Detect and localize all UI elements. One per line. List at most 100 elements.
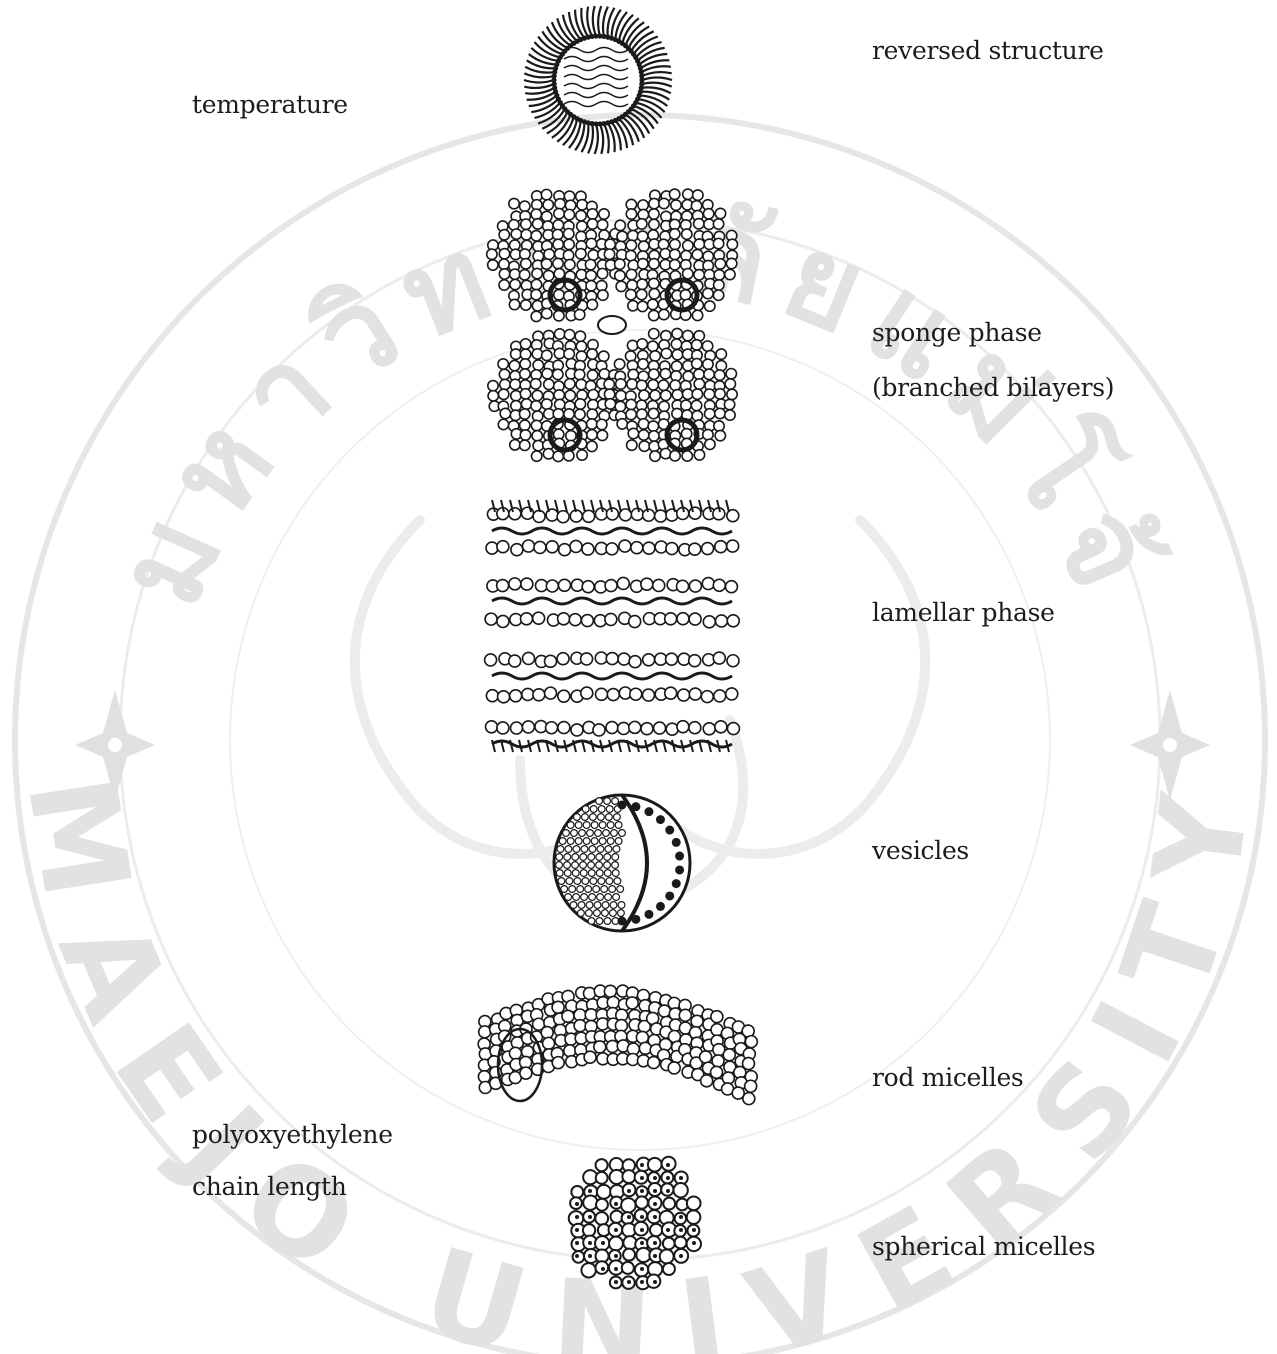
label-vesicles: vesicles	[872, 836, 969, 865]
bilayer-cell	[542, 399, 552, 409]
vesicle-surface-cell	[612, 798, 619, 805]
vesicle-surface-cell	[590, 878, 597, 885]
bilayer-head	[631, 802, 640, 811]
bilayer-cell	[597, 430, 607, 440]
surfactant-tail	[552, 114, 571, 137]
bilayer-cell	[626, 250, 636, 260]
headgroup-dot	[640, 1189, 644, 1193]
bilayer-cell	[542, 350, 552, 360]
bilayer-cell	[649, 259, 659, 269]
bilayer-cell	[627, 440, 637, 450]
bilayer-cell	[520, 339, 530, 349]
surfactant-tail	[631, 31, 654, 51]
lipid-head	[726, 688, 738, 700]
bilayer-cell	[637, 409, 647, 419]
lipid-head	[606, 543, 618, 555]
vesicle-surface-cell	[603, 830, 610, 837]
bilayer-tail-row	[492, 528, 732, 534]
bilayer-cell	[714, 421, 724, 431]
bilayer-cell	[500, 379, 510, 389]
bilayer-cell	[681, 429, 691, 439]
rod-cell	[743, 1093, 755, 1105]
bilayer-head	[644, 807, 653, 816]
bilayer-cell	[577, 200, 587, 210]
bilayer-cell	[683, 269, 693, 279]
surfactant-tail	[595, 124, 598, 154]
bilayer-cell	[649, 209, 659, 219]
rod-cell	[712, 1055, 724, 1067]
bilayer-cell	[694, 270, 704, 280]
lipid-head	[643, 654, 655, 666]
vesicle-surface-cell	[606, 878, 613, 885]
micelle-headgroup	[660, 1250, 674, 1264]
vesicle-surface-cell	[572, 870, 579, 877]
headgroup-dot	[640, 1176, 644, 1180]
vesicle-surface-cell	[575, 822, 582, 829]
bilayer-cell	[671, 339, 681, 349]
lipid-head	[581, 653, 593, 665]
lipid-head	[557, 653, 569, 665]
bilayer-cell	[564, 209, 574, 219]
rod-cell	[745, 1036, 757, 1048]
rod-cell	[509, 1047, 521, 1059]
lipid-head	[595, 652, 607, 664]
bilayer-cell	[587, 209, 597, 219]
lipid-head	[665, 687, 677, 699]
headgroup-dot	[575, 1241, 579, 1245]
headgroup-dot	[666, 1228, 670, 1232]
vesicle-surface-cell	[615, 838, 622, 845]
headgroup-dot	[692, 1241, 696, 1245]
label-chain-length: chain length	[192, 1172, 347, 1201]
bilayer-cell	[616, 390, 626, 400]
sponge-phase-figure	[487, 189, 738, 461]
lipid-head	[715, 541, 727, 553]
bilayer-head	[665, 826, 674, 835]
bilayer-cell	[519, 270, 529, 280]
lipid-head	[677, 721, 689, 733]
vesicle-surface-cell	[594, 910, 601, 917]
rod-cell	[574, 1020, 586, 1032]
bilayer-cell	[691, 201, 701, 211]
vesicle-surface-cell	[605, 894, 612, 901]
vesicle-surface-cell	[593, 886, 600, 893]
vesicle-surface-cell	[580, 862, 587, 869]
surfactant-tail	[631, 109, 654, 129]
lipid-head	[678, 689, 690, 701]
headgroup-dot	[653, 1241, 657, 1245]
vesicle-surface-cell	[569, 886, 576, 893]
lipid-head	[727, 540, 739, 552]
bilayer-cell	[716, 349, 726, 359]
bilayer-cell	[649, 310, 659, 320]
channel-opening	[598, 316, 626, 334]
lipid-head	[558, 613, 570, 625]
label-branched-bilayers: (branched bilayers)	[872, 373, 1114, 402]
inner-chain	[564, 102, 628, 107]
headgroup-dot	[679, 1176, 683, 1180]
vesicle-surface-cell	[604, 798, 611, 805]
vesicle-surface-cell	[596, 854, 603, 861]
headgroup	[639, 73, 644, 78]
lipid-head	[546, 722, 558, 734]
lipid-head	[713, 652, 725, 664]
micelle-headgroup	[622, 1262, 634, 1274]
micelle-headgroup	[623, 1249, 635, 1261]
bilayer-cell	[694, 239, 704, 249]
lipid-head	[702, 578, 714, 590]
micelle-headgroup	[581, 1263, 595, 1277]
rod-cell	[564, 1045, 576, 1057]
bilayer-cell	[531, 401, 541, 411]
lipid-head	[666, 543, 678, 555]
lipid-head	[569, 614, 581, 626]
bilayer-cell	[530, 379, 540, 389]
bilayer-cell	[614, 359, 624, 369]
bilayer-cell	[637, 279, 647, 289]
vesicle-surface-cell	[575, 838, 582, 845]
lipid-head	[521, 578, 533, 590]
bilayer-cell	[615, 220, 625, 230]
inner-chain	[564, 93, 628, 98]
bilayer-cell	[554, 348, 564, 358]
vesicle-surface-cell	[574, 878, 581, 885]
vesicle-surface-cell	[582, 806, 589, 813]
headgroup-dot	[575, 1228, 579, 1232]
micelle-headgroup	[621, 1198, 635, 1212]
